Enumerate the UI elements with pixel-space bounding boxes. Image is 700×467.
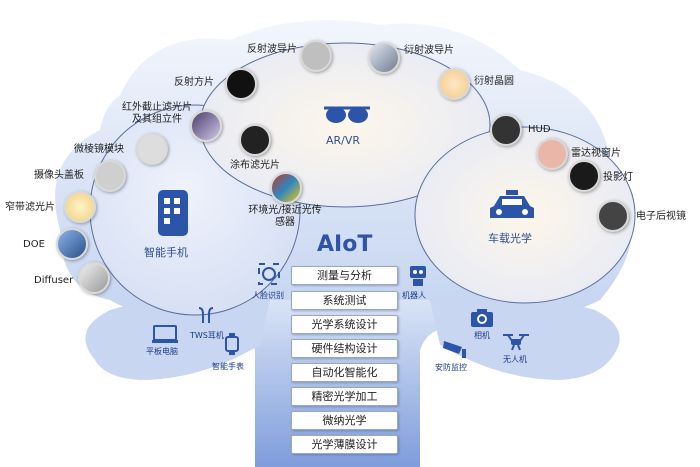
capability-box: 测量与分析 xyxy=(291,266,398,285)
component-label: 投影灯 xyxy=(603,172,633,183)
micro-prism-image xyxy=(136,133,168,165)
diffractive-waveguide-image xyxy=(368,42,400,74)
tablet-icon xyxy=(152,325,178,343)
device-label: 相机 xyxy=(474,331,490,340)
device-label: 安防监控 xyxy=(435,363,467,372)
cluster-label-phone: 智能手机 xyxy=(144,246,188,259)
capability-box: 光学薄膜设计 xyxy=(291,435,398,454)
component-label: 反射波导片 xyxy=(247,44,297,55)
robot-icon xyxy=(410,266,426,286)
narrowband-filter-image xyxy=(64,191,96,223)
device-label: 人脸识别 xyxy=(252,291,284,300)
component-label: 摄像头盖板 xyxy=(34,170,84,181)
car-icon xyxy=(490,190,534,218)
device-label: 智能手表 xyxy=(212,362,244,371)
cluster-label-car: 车载光学 xyxy=(488,232,532,245)
diffractive-wafer-image xyxy=(438,68,470,100)
capability-box: 硬件结构设计 xyxy=(291,339,398,358)
component-label: Diffuser xyxy=(34,275,74,286)
capability-box: 系统测试 xyxy=(291,291,398,310)
component-label: 反射方片 xyxy=(174,77,214,88)
component-label: 红外截止滤光片及其组立件 xyxy=(122,102,192,125)
component-label: 雷达视窗片 xyxy=(571,148,621,159)
reflective-waveguide-image xyxy=(300,40,332,72)
capability-box: 精密光学加工 xyxy=(291,387,398,406)
earbuds-icon xyxy=(198,307,214,323)
face-recognition-icon xyxy=(258,263,280,285)
radar-window-image xyxy=(536,138,568,170)
device-label: 机器人 xyxy=(402,291,426,300)
component-label: 窄带滤光片 xyxy=(5,202,55,213)
capability-box: 自动化智能化 xyxy=(291,363,398,382)
left-branch xyxy=(85,296,270,380)
cluster-label-ar: AR/VR xyxy=(326,134,361,147)
ambient-sensor-image xyxy=(270,172,302,204)
component-label: 微棱镜模块 xyxy=(74,144,124,155)
projection-lamp-image xyxy=(568,160,600,192)
reflective-square-image xyxy=(225,68,257,100)
smartphone-icon xyxy=(158,190,188,236)
component-label: DOE xyxy=(23,239,45,250)
coated-filter-image xyxy=(239,124,271,156)
device-label: 平板电脑 xyxy=(146,347,178,356)
component-label: HUD xyxy=(528,124,551,135)
aiot-title: AIoT xyxy=(317,232,373,257)
component-label: 衍射晶圆 xyxy=(474,76,514,87)
doe-image xyxy=(56,228,88,260)
electronic-mirror-image xyxy=(597,200,629,232)
ar-glasses-icon xyxy=(324,106,370,123)
component-label: 环境光/接近光传感器 xyxy=(248,205,322,228)
device-label: TWS耳机 xyxy=(190,331,224,340)
component-label: 电子后视镜 xyxy=(636,211,686,222)
capability-box: 微纳光学 xyxy=(291,411,398,430)
component-label: 涂布滤光片 xyxy=(230,160,280,171)
capability-box: 光学系统设计 xyxy=(291,315,398,334)
hud-image xyxy=(490,114,522,146)
component-label: 衍射波导片 xyxy=(404,45,454,56)
camera-cover-image xyxy=(94,160,126,192)
ir-cut-filter-image xyxy=(190,110,222,142)
device-label: 无人机 xyxy=(503,355,527,364)
drone-icon xyxy=(503,334,529,351)
diffuser-image xyxy=(78,262,110,294)
camera-icon xyxy=(471,309,493,327)
smartwatch-icon xyxy=(225,333,239,355)
security-camera-icon xyxy=(443,341,466,358)
